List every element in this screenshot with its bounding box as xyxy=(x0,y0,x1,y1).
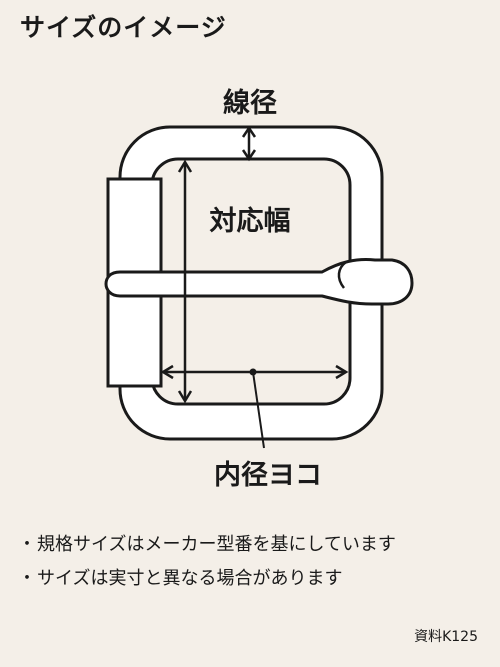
wire-diameter-arrowhead-bottom xyxy=(241,149,257,162)
buckle-prong xyxy=(104,258,414,306)
note-item: サイズは実寸と異なる場合があります xyxy=(18,562,396,596)
wire-diameter-label: 線径 xyxy=(223,87,277,119)
page-title: サイズのイメージ xyxy=(20,13,227,42)
inner-horizontal-arrowhead-left xyxy=(160,364,174,380)
inner-horizontal-label: 内径ヨコ xyxy=(214,460,322,491)
buckle-prong-tip-curve xyxy=(337,261,347,289)
reference-code: 資料K125 xyxy=(414,629,478,645)
note-item: 規格サイズはメーカー型番を基にしています xyxy=(18,528,396,562)
inner-width-arrowhead-top xyxy=(177,159,193,173)
inner-width-label: 対応幅 xyxy=(210,205,291,237)
notes-list: 規格サイズはメーカー型番を基にしています サイズは実寸と異なる場合があります xyxy=(18,528,396,596)
inner-width-arrowhead-bottom xyxy=(177,390,193,404)
wire-diameter-arrowhead-top xyxy=(241,125,257,138)
inner-horizontal-leader-line xyxy=(252,371,265,449)
inner-horizontal-arrowhead-right xyxy=(335,364,349,380)
